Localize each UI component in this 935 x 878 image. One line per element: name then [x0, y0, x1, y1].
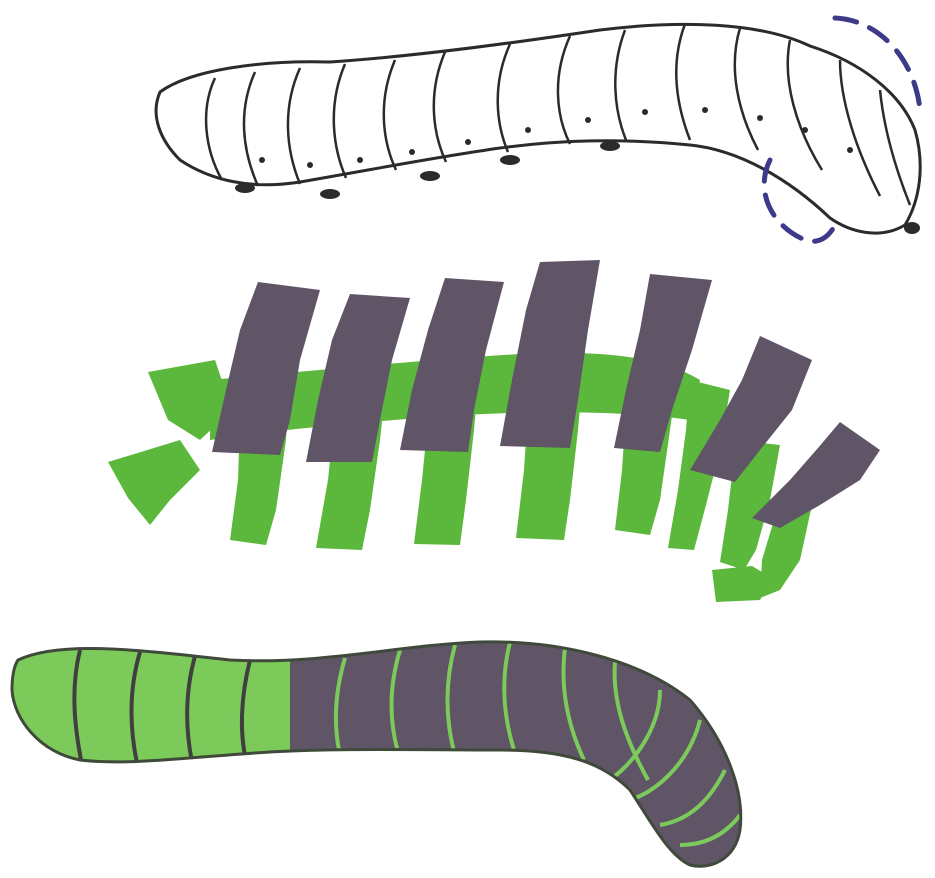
spiracle-dot — [307, 162, 313, 168]
spiracle-dot — [757, 115, 763, 121]
leg-bump — [420, 171, 440, 181]
spiracle-dot — [585, 117, 591, 123]
green-head-piece — [108, 440, 200, 525]
leg-bump — [235, 183, 255, 193]
spiracle-dot — [847, 147, 853, 153]
leg-bump — [500, 155, 520, 165]
spiracle-dot — [702, 107, 708, 113]
spiracle-dot — [525, 127, 531, 133]
spiracle-dot — [802, 127, 808, 133]
larva-anterior-green — [0, 600, 300, 878]
spiracle-dot — [259, 157, 265, 163]
gray-band — [212, 282, 320, 455]
spiracle-dot — [409, 149, 415, 155]
spiracle-dot — [357, 157, 363, 163]
leg-bump — [320, 189, 340, 199]
outline-larva — [156, 18, 920, 241]
exploded-segments — [108, 260, 880, 602]
colored-larva — [0, 600, 790, 878]
leg-bump — [600, 141, 620, 151]
leg-bump — [904, 222, 920, 234]
spiracle-dot — [642, 109, 648, 115]
spiracle-dot — [465, 139, 471, 145]
